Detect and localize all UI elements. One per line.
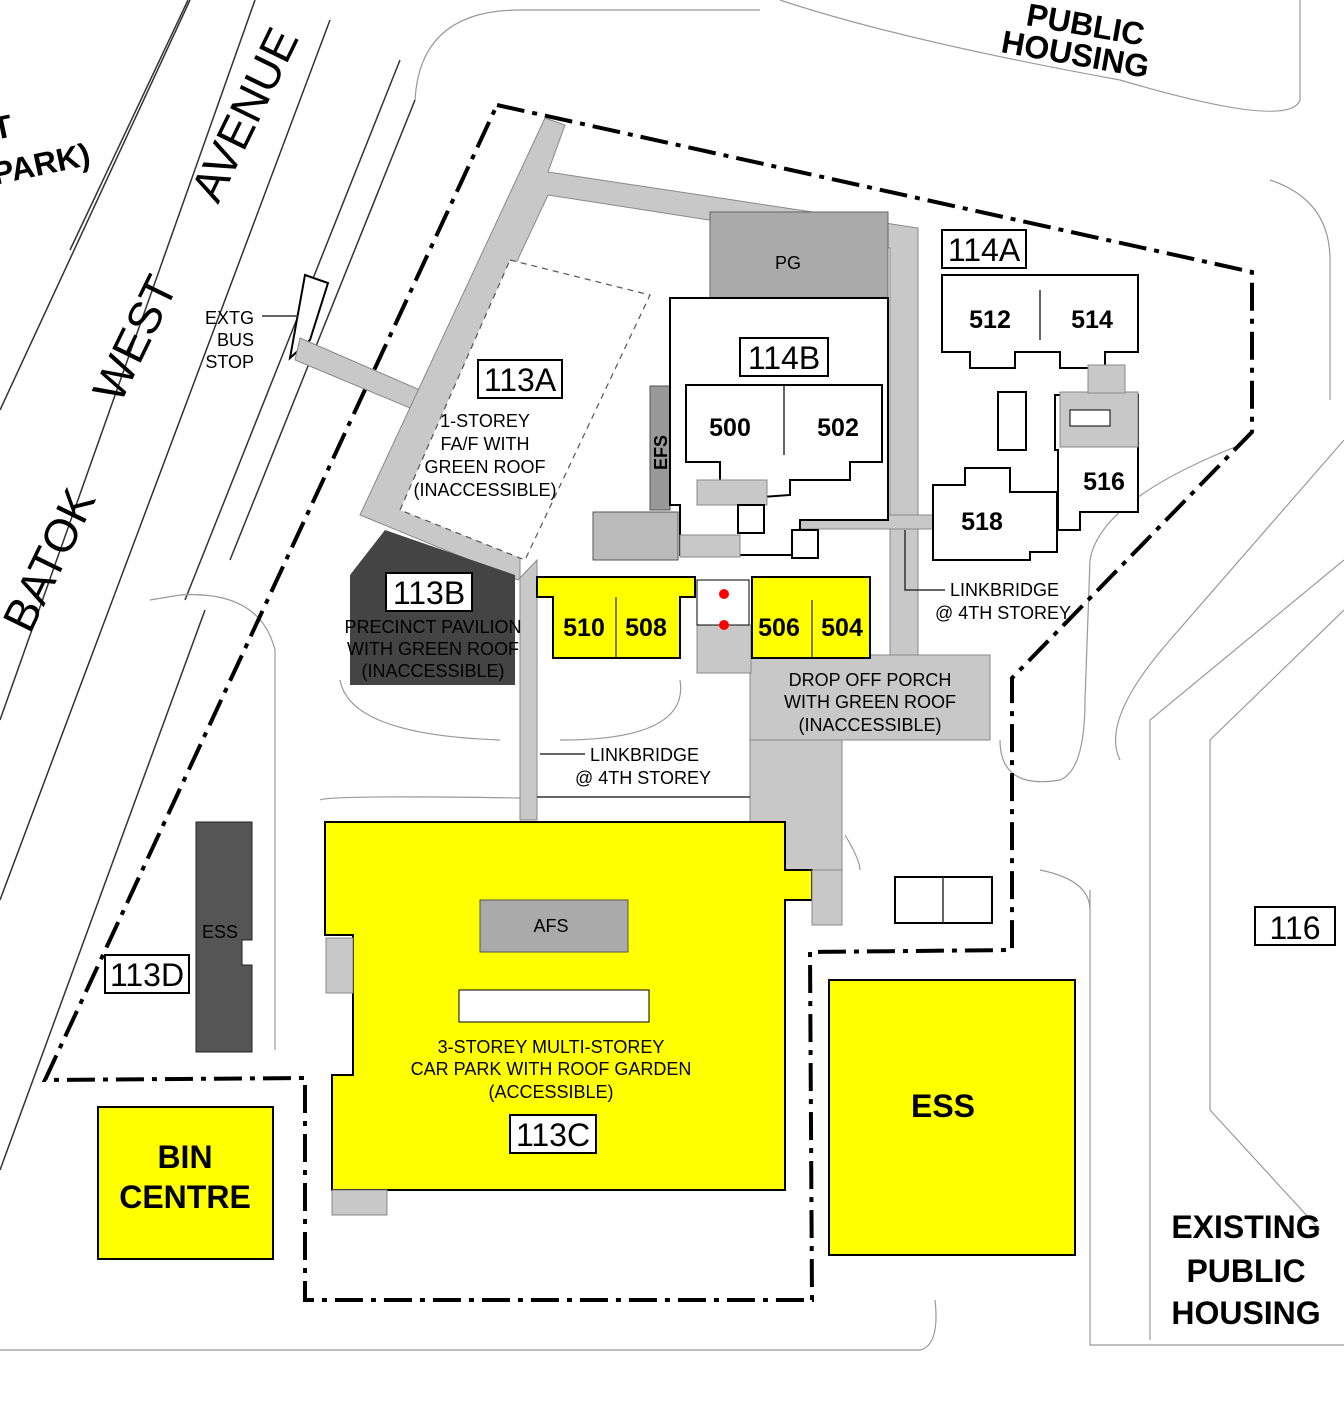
desc-line: (INACCESSIBLE) [413, 480, 556, 500]
label-line: @ 4TH STOREY [935, 603, 1071, 623]
bin-centre-label: BIN [157, 1139, 212, 1175]
top-left-label: T PARK) [0, 107, 93, 191]
unit-510: 510 [563, 614, 605, 642]
linkbridge-label-2: LINKBRIDGE @ 4TH STOREY [575, 745, 711, 788]
yellow-units: 510 508 506 504 [536, 576, 871, 659]
label-line: DROP OFF PORCH [789, 670, 952, 690]
desc-line: GREEN ROOF [424, 457, 545, 477]
road-word: BATOK [0, 480, 106, 639]
unit-512: 512 [969, 306, 1011, 334]
building-113c: AFS 3-STOREY MULTI-STOREY CAR PARK WITH … [324, 821, 843, 1216]
drop-off-porch-label: DROP OFF PORCH WITH GREEN ROOF (INACCESS… [784, 670, 956, 735]
unit-502: 502 [817, 414, 859, 442]
existing-public-housing-label: EXISTING PUBLIC HOUSING [1171, 1209, 1320, 1331]
bus-stop [262, 273, 421, 409]
block-114a-tag: 114A [948, 232, 1021, 268]
pg-building [709, 211, 889, 299]
desc-line: WITH GREEN ROOF [347, 639, 519, 659]
label-line: PARK) [0, 136, 93, 192]
block-113d-tag: 113D [110, 957, 184, 993]
desc-line: 3-STOREY MULTI-STOREY [438, 1037, 665, 1057]
label-line: LINKBRIDGE [950, 580, 1059, 600]
desc-line: CAR PARK WITH ROOF GARDEN [411, 1059, 692, 1079]
road-lines [0, 0, 1344, 1351]
block-113c-tag: 113C [516, 1117, 590, 1153]
ess-small-label: ESS [202, 922, 238, 942]
label-line: HOUSING [1171, 1295, 1320, 1331]
label-line: BUS [217, 330, 254, 350]
unit-514: 514 [1071, 306, 1113, 334]
road-word: AVENUE [180, 20, 308, 210]
unit-504: 504 [821, 614, 863, 642]
unit-508: 508 [625, 614, 667, 642]
block-113a-description: 1-STOREY FA/F WITH GREEN ROOF (INACCESSI… [413, 411, 556, 500]
label-line: PUBLIC [1186, 1253, 1305, 1289]
label-line: LINKBRIDGE [590, 745, 699, 765]
label-line: T [0, 107, 16, 146]
road-word: WEST [82, 267, 187, 409]
label-line: (INACCESSIBLE) [798, 715, 941, 735]
bin-centre [97, 1106, 274, 1260]
desc-line: (INACCESSIBLE) [361, 661, 504, 681]
stair-block [592, 511, 679, 561]
ess-113d [195, 821, 253, 1053]
pg-label: PG [775, 253, 801, 273]
unit-516: 516 [1083, 468, 1125, 496]
ess-label: ESS [911, 1088, 975, 1124]
unit-506: 506 [758, 614, 800, 642]
desc-line: FA/F WITH [441, 434, 530, 454]
label-line: STOP [205, 352, 254, 372]
linkbridge-label-1: LINKBRIDGE @ 4TH STOREY [935, 580, 1071, 623]
site-boundary [41, 102, 1254, 1302]
unit-500: 500 [709, 414, 751, 442]
block-113a-tag: 113A [484, 362, 557, 398]
marker [719, 589, 729, 599]
block-114b-tag: 114B [748, 340, 820, 376]
block-116-tag: 116 [1269, 910, 1320, 946]
bus-stop-label: EXTG BUS STOP [205, 308, 254, 372]
block-113b-tag: 113B [393, 575, 465, 611]
road-name-label: BATOK WEST AVENUE [0, 20, 308, 640]
desc-line: (ACCESSIBLE) [488, 1082, 613, 1102]
bin-centre-label: CENTRE [119, 1179, 251, 1215]
unit-518: 518 [961, 508, 1003, 536]
building-113a-outline [399, 259, 651, 561]
label-line: WITH GREEN ROOF [784, 692, 956, 712]
top-public-housing-label: PUBLIC HOUSING [999, 0, 1152, 85]
building-114a: 114A 512 514 516 518 [932, 229, 1139, 561]
desc-line: 1-STOREY [440, 411, 530, 431]
label-line: EXISTING [1171, 1209, 1320, 1245]
label-line: EXTG [205, 308, 254, 328]
label-line: @ 4TH STOREY [575, 768, 711, 788]
block-113b-description: PRECINCT PAVILION WITH GREEN ROOF (INACC… [344, 617, 521, 681]
ess-building [828, 979, 1076, 1256]
desc-line: PRECINCT PAVILION [344, 617, 521, 637]
afs-label: AFS [533, 916, 568, 936]
efs-label: EFS [651, 435, 671, 470]
marker [719, 620, 729, 630]
